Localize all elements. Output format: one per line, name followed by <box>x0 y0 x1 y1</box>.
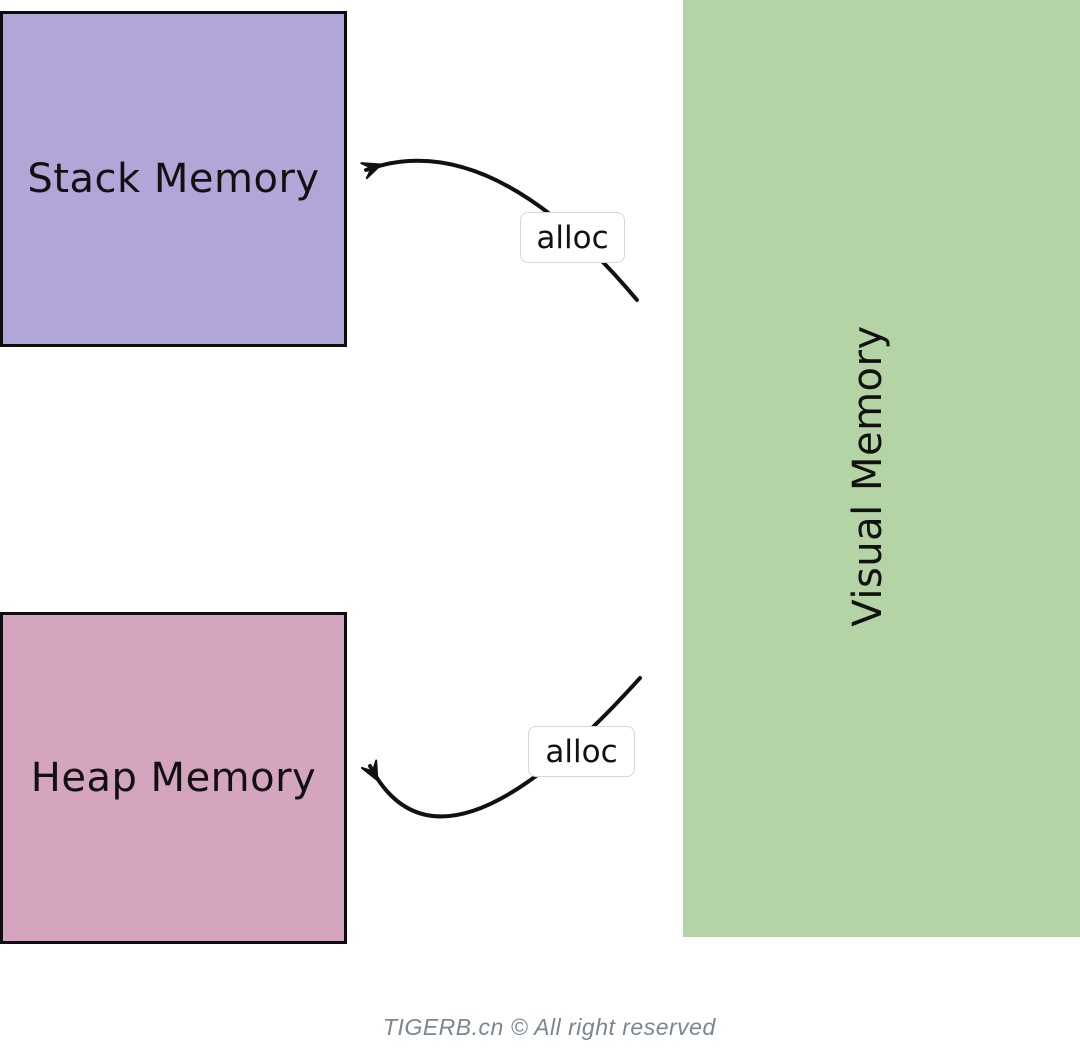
stack-memory-label: Stack Memory <box>27 156 320 202</box>
heap-memory-label: Heap Memory <box>30 755 317 801</box>
footer-credit: TIGERB.cn © All right reserved <box>383 1014 716 1040</box>
stack-memory-box: Stack Memory <box>0 11 347 347</box>
visual-memory-box <box>683 0 1080 937</box>
alloc-label-stack: alloc <box>520 212 625 263</box>
visual-memory-label: Visual Memory <box>845 325 891 627</box>
alloc-label-heap: alloc <box>528 726 635 777</box>
heap-memory-box: Heap Memory <box>0 612 347 944</box>
